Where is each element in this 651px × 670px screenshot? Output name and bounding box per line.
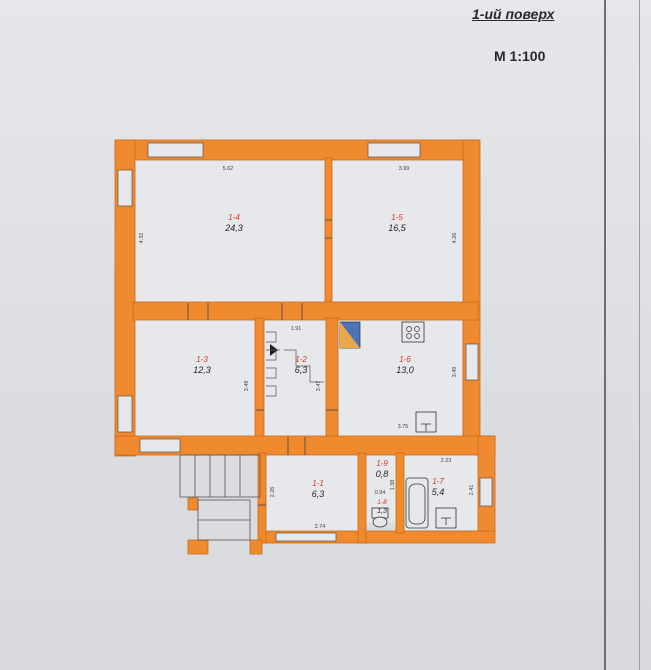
dim-stair-width: 1.91 — [291, 326, 302, 332]
room-1-2-area: 6,3 — [295, 365, 308, 375]
frame-border-line — [604, 0, 606, 670]
room-1-4-id: 1-4 — [228, 213, 240, 222]
room-1-4-area: 24,3 — [224, 223, 243, 233]
room-fills — [135, 160, 478, 533]
scale-label: М 1:100 — [494, 48, 546, 64]
dim-room-1-4-height: 4.32 — [139, 233, 145, 244]
room-1-6-id: 1-6 — [399, 355, 411, 364]
staircase — [266, 331, 324, 397]
bathroom-fixtures — [371, 477, 457, 529]
room-1-7-area: 5,4 — [432, 487, 445, 497]
room-1-2-id: 1-2 — [295, 355, 307, 364]
dimension-labels: 5.62 3.99 4.32 4.26 1.91 3.49 3.47 3.49 … — [139, 166, 475, 530]
dim-room-1-6-height: 3.49 — [452, 367, 458, 378]
dim-room-1-5-width: 3.99 — [399, 166, 410, 172]
dim-room-1-7-width: 2.23 — [441, 458, 452, 464]
windows — [117, 142, 493, 542]
kitchen-fixtures — [339, 321, 437, 433]
room-1-3-area: 12,3 — [193, 365, 211, 375]
room-1-8-id: 1-8 — [377, 499, 387, 506]
dim-room-1-7-height: 2.41 — [469, 485, 475, 496]
dim-room-1-8-width: 0.94 — [375, 490, 386, 496]
room-1-5-id: 1-5 — [391, 213, 403, 222]
dim-room-1-1-height: 2.26 — [270, 487, 276, 498]
room-1-7-id: 1-7 — [432, 477, 444, 486]
frame-border-line-outer — [639, 0, 640, 670]
room-1-1-id: 1-1 — [312, 479, 324, 488]
dim-room-1-1-width: 2.74 — [315, 524, 326, 530]
room-1-9-area: 0,8 — [376, 469, 389, 479]
room-1-6-area: 13,0 — [396, 365, 414, 375]
room-labels: 1-4 24,3 1-5 16,5 1-3 12,3 1-2 6,3 1-6 1… — [193, 213, 444, 515]
room-1-1-area: 6,3 — [312, 489, 325, 499]
porch — [179, 454, 261, 541]
room-1-3-id: 1-3 — [196, 355, 208, 364]
dim-room-1-2-height: 3.47 — [316, 381, 322, 392]
dim-room-1-5-height: 4.26 — [452, 233, 458, 244]
room-1-9-id: 1-9 — [376, 459, 388, 468]
room-1-5-area: 16,5 — [388, 223, 407, 233]
dim-room-1-4-width: 5.62 — [223, 166, 234, 172]
dim-room-1-3-height: 3.49 — [244, 381, 250, 392]
dim-room-1-6-width: 3.75 — [398, 424, 409, 430]
dim-room-1-9-height: 1.38 — [390, 480, 396, 491]
room-1-8-area: 1,3 — [377, 508, 387, 515]
door-openings — [187, 219, 338, 506]
floor-title: 1-ий поверх — [472, 6, 555, 22]
